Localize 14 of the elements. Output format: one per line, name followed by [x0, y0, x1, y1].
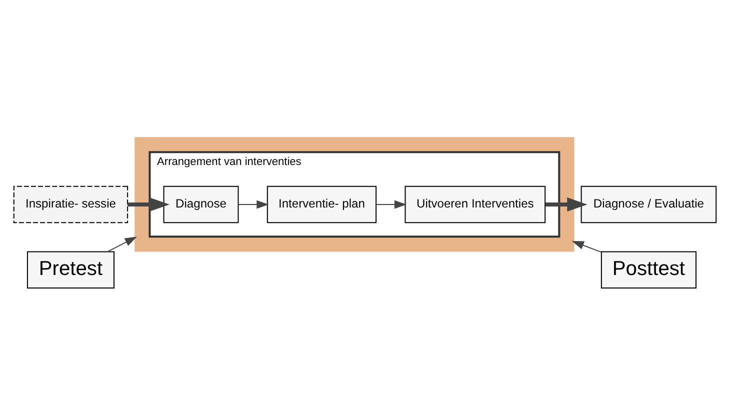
cluster [134, 136, 574, 252]
node-box: Inspiratie- sessie [12, 185, 128, 223]
node-box: Posttest [600, 250, 696, 288]
node-box: Pretest [26, 250, 114, 288]
arrow [238, 200, 268, 208]
arrow [127, 196, 170, 212]
arrow [106, 236, 136, 252]
node-box: Interventie- plan [266, 185, 376, 223]
node-box: Diagnose [162, 185, 238, 223]
node-box: Diagnose / Evaluatie [580, 185, 716, 223]
node-box: Uitvoeren Interventies [404, 185, 546, 223]
arrow [571, 240, 602, 252]
arrow [376, 200, 406, 208]
arrow [544, 196, 587, 212]
